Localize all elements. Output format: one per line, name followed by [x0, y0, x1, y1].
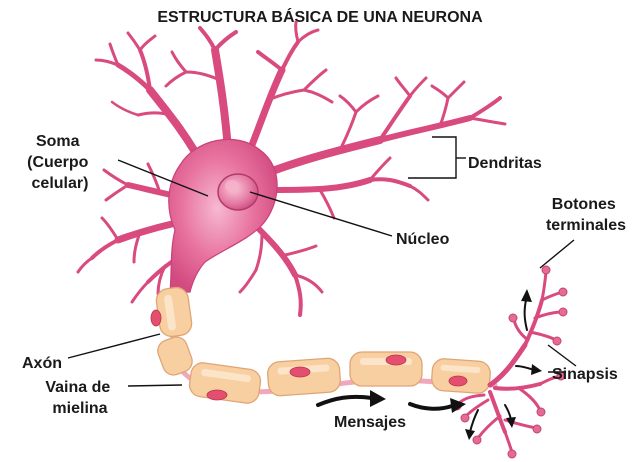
- message-arrows: [316, 289, 542, 440]
- myelin-sheath: [155, 286, 491, 404]
- label-sinapsis: Sinapsis: [552, 366, 618, 383]
- axon: [150, 286, 498, 404]
- label-nucleo: Núcleo: [396, 231, 450, 248]
- label-axon: Axón: [22, 355, 62, 372]
- label-vaina-mielina: Vaina de mielina: [45, 379, 114, 417]
- leader-lines: [67, 136, 577, 387]
- dendrites: [76, 20, 507, 317]
- label-botones-terminales: Botones terminales: [546, 196, 626, 234]
- label-soma: Soma (Cuerpo celular): [27, 133, 93, 192]
- diagram-title: ESTRUCTURA BÁSICA DE UNA NEURONA: [157, 7, 483, 26]
- label-mensajes: Mensajes: [334, 414, 406, 431]
- soma: [168, 138, 278, 293]
- label-dendritas: Dendritas: [468, 155, 542, 172]
